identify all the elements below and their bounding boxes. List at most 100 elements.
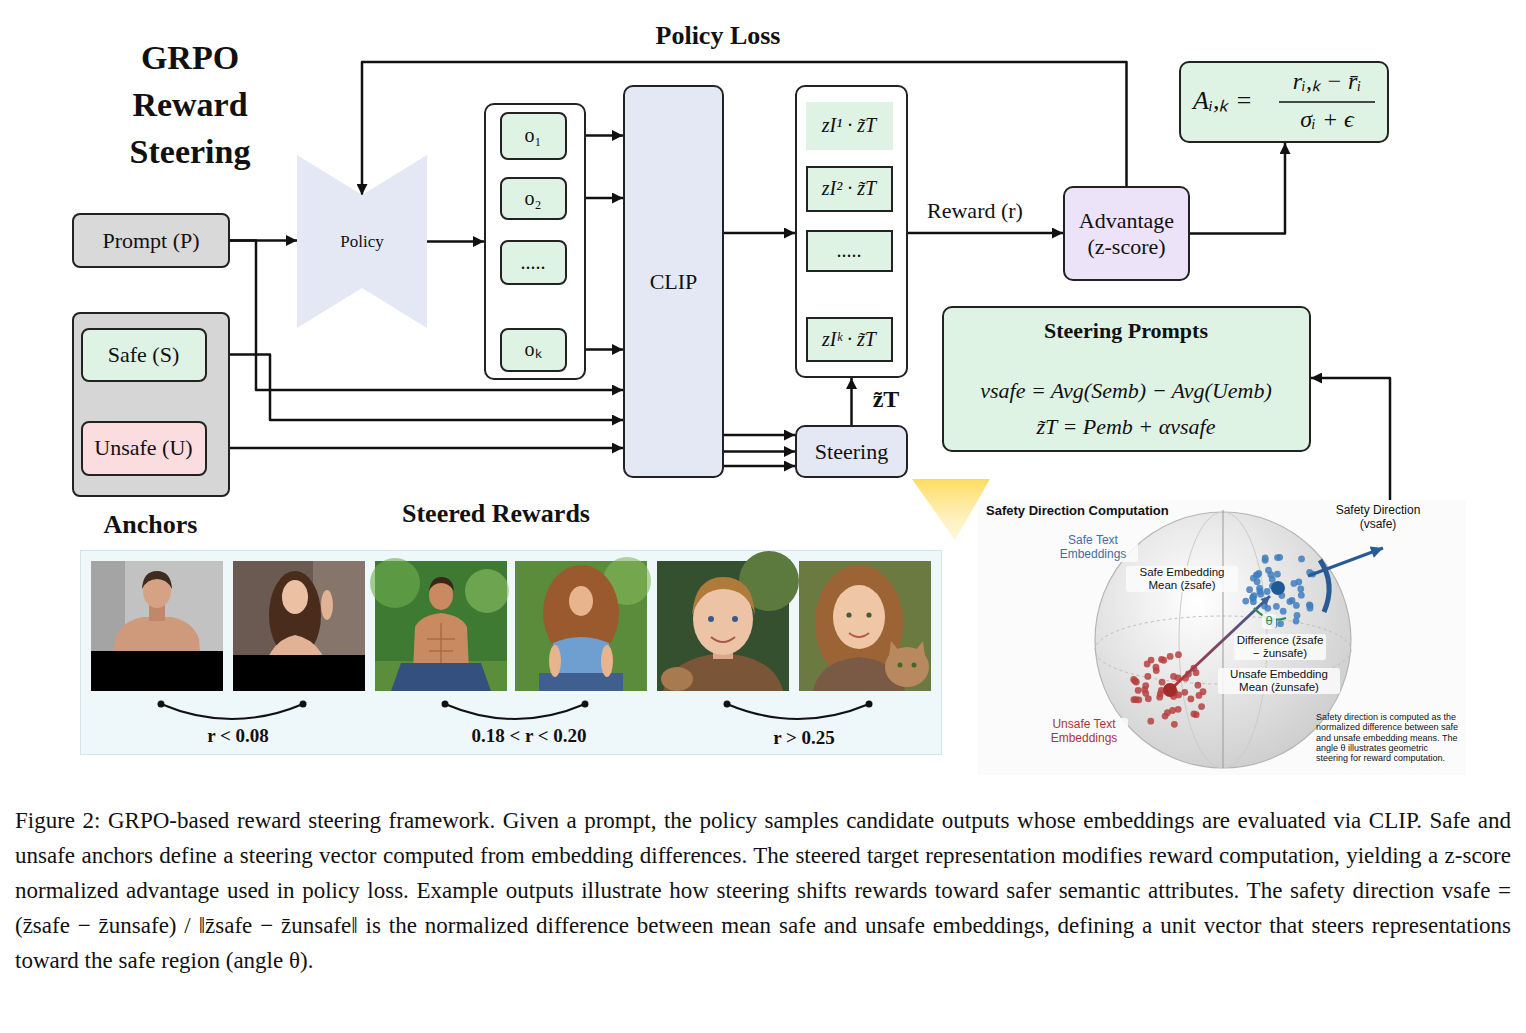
unsafe-point — [1145, 695, 1152, 702]
censor-bar — [91, 651, 223, 691]
illustration-shape — [427, 623, 455, 665]
safe-point — [1294, 612, 1301, 619]
pair-bracket — [727, 704, 869, 719]
node-label: o₂ — [525, 187, 542, 210]
example-image — [657, 551, 799, 691]
illustration-shape — [391, 663, 491, 691]
reward-range: r > 0.25 — [704, 727, 904, 749]
node-label: oₖ — [525, 338, 542, 361]
node-label: Policy — [340, 232, 383, 252]
output-box: o₁ — [500, 112, 567, 160]
connector-arrow — [427, 240, 484, 243]
edge-label: z̃T — [869, 386, 904, 414]
formula-text: Aᵢ,ₖ = — [1193, 86, 1277, 116]
sphere-figure: Safety Direction ComputationSafe Text Em… — [978, 500, 1466, 775]
cluster-label: Unsafe Text Embeddings — [1040, 718, 1128, 746]
unsafe-point — [1181, 689, 1188, 696]
safe-point — [1297, 586, 1304, 593]
unsafe-point — [1135, 687, 1142, 694]
unsafe-point — [1198, 703, 1205, 710]
examples-panel: Steered Rewardsr < 0.080.18 < r < 0.20r … — [80, 550, 942, 755]
node-label: ..... — [837, 239, 862, 262]
example-image — [515, 557, 651, 691]
illustration-shape — [321, 590, 333, 620]
reward-box: ..... — [806, 230, 893, 272]
connector-arrow — [908, 232, 1063, 235]
reward-box: zIᵏ · z̃T — [806, 317, 893, 362]
unsafe-point — [1159, 679, 1166, 686]
unsafe-point — [1170, 673, 1177, 680]
safe-point — [1265, 567, 1272, 574]
connector-arrow — [724, 434, 795, 437]
edge-label: Policy Loss — [652, 21, 785, 51]
illustration-shape — [233, 561, 365, 691]
safe-point — [1280, 608, 1287, 615]
node-label: CLIP — [650, 269, 698, 294]
illustration-shape — [799, 561, 931, 691]
illustration-shape — [866, 612, 871, 617]
illustration-shape — [465, 569, 509, 613]
connector-arrow — [724, 232, 795, 235]
unsafe-point — [1175, 651, 1182, 658]
illustration-shape — [549, 645, 561, 677]
example-image — [233, 561, 365, 691]
node-label: Safe (S) — [108, 342, 179, 367]
safe-point — [1273, 603, 1280, 610]
policy-network: Policy — [297, 155, 427, 328]
unsafe-point — [1157, 690, 1164, 697]
unsafe-point — [1153, 667, 1160, 674]
safe-point — [1274, 554, 1281, 561]
steering-box: Steering — [795, 425, 908, 478]
censor-bar — [233, 655, 365, 691]
unsafe-point — [1175, 706, 1182, 713]
figure-title: GRPO Reward Steering — [105, 34, 275, 175]
anchor-group: AnchorsSafe (S)Unsafe (U) — [72, 312, 230, 497]
figure-note: Safety direction is computed as the norm… — [1316, 712, 1462, 764]
safe-point — [1246, 586, 1253, 593]
unsafe-point — [1130, 676, 1137, 683]
output-box: o₂ — [500, 177, 567, 220]
illustration-shape — [912, 663, 917, 668]
output-group: o₁o₂.....oₖ — [484, 103, 586, 380]
safe-point — [1253, 572, 1260, 579]
direction-label: Safety Direction (vsafe) — [1318, 504, 1438, 532]
safe-point — [1298, 592, 1305, 599]
connector-arrow — [724, 450, 795, 453]
node-label: Prompt (P) — [102, 228, 199, 253]
illustration-shape — [833, 585, 885, 649]
safe-point — [1254, 578, 1261, 585]
bracket-dot — [724, 701, 731, 708]
mean-label: Safe Embedding Mean (z̄safe) — [1126, 566, 1238, 592]
reward-group: zI¹ · z̃TzI² · z̃T.....zIᵏ · z̃T — [795, 85, 908, 378]
pair-bracket — [161, 704, 303, 719]
safe-point — [1295, 579, 1302, 586]
edge-label: Reward (r) — [923, 198, 1027, 223]
illustration-shape — [732, 616, 738, 622]
formula-box: Aᵢ,ₖ =rᵢ,ₖ − r̄ᵢσᵢ + ϵ — [1179, 61, 1389, 143]
unsafe-point — [1144, 673, 1151, 680]
unsafe-mean — [1163, 683, 1177, 697]
group-heading: Anchors — [72, 510, 230, 540]
unsafe-point — [1194, 682, 1201, 689]
safe-point — [1264, 605, 1271, 612]
illustration-shape — [413, 613, 469, 671]
illustration-shape — [91, 561, 223, 691]
policy-bowtie — [297, 155, 427, 328]
connector-arrow — [1311, 378, 1390, 500]
illustration-shape — [142, 571, 172, 589]
steering-prompts-box: Steering Promptsvsafe = Avg(Semb) − Avg(… — [942, 306, 1311, 452]
node-label: zIᵏ · z̃T — [822, 328, 876, 351]
formula-text: vsafe = Avg(Semb) − Avg(Uemb) — [944, 378, 1308, 403]
example-image — [91, 561, 223, 691]
pair-bracket — [445, 704, 585, 719]
bracket-dot — [582, 701, 589, 708]
unsafe-point — [1160, 657, 1167, 664]
illustration-shape — [846, 612, 851, 617]
safe-point — [1242, 598, 1249, 605]
output-box: oₖ — [500, 328, 567, 372]
formula-text: z̃T = Pemb + αvsafe — [944, 414, 1308, 439]
reward-box: zI² · z̃T — [806, 166, 893, 212]
safe-point — [1298, 556, 1305, 563]
angle-symbol: θ — [1262, 614, 1276, 629]
illustration-shape — [711, 637, 735, 642]
